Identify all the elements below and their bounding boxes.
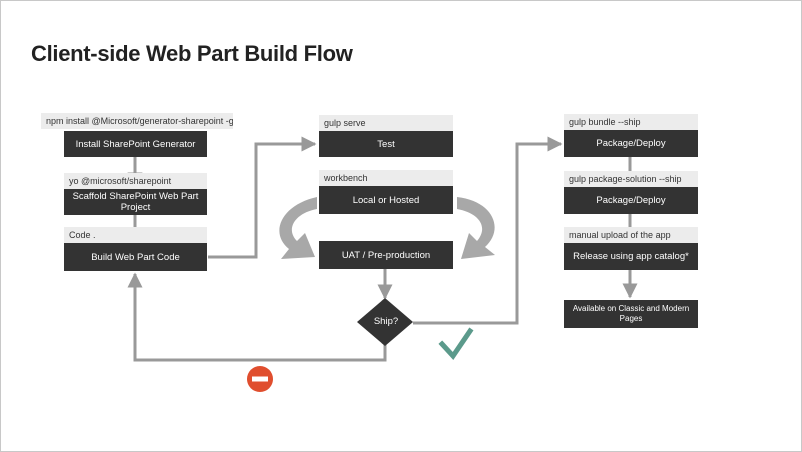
scaffold-command: yo @microsoft/sharepoint [64,173,207,189]
serve-command: gulp serve [319,115,453,131]
loop-arrow-right [457,197,495,259]
minus-circle-icon [247,366,273,392]
install-generator-step: Install SharePoint Generator [64,131,207,157]
upload-command: manual upload of the app [564,227,698,243]
uat-step: UAT / Pre-production [319,241,453,269]
ship-label: Ship? [373,316,399,327]
workbench-command: workbench [319,170,453,186]
checkmark-icon [438,327,474,361]
code-command: Code . [64,227,207,243]
install-command: npm install @Microsoft/generator-sharepo… [41,113,233,129]
arrow-build-to-test [208,136,317,259]
package-deploy-step-1: Package/Deploy [564,130,698,157]
bundle-command: gulp bundle --ship [564,114,698,130]
page-title: Client-side Web Part Build Flow [31,41,353,66]
release-step: Release using app catalog* [564,243,698,270]
local-or-hosted-step: Local or Hosted [319,186,453,214]
loop-arrow-left [279,197,317,259]
available-step: Available on Classic and Modern Pages [564,300,698,328]
package-deploy-step-2: Package/Deploy [564,187,698,214]
package-solution-command: gulp package-solution --ship [564,171,698,187]
scaffold-step: Scaffold SharePoint Web Part Project [64,189,207,215]
arrow-ship-to-package [413,136,563,325]
ship-decision [357,298,413,346]
test-step: Test [319,131,453,157]
build-code-step: Build Web Part Code [64,243,207,271]
arrow-ship-to-build [127,272,387,362]
